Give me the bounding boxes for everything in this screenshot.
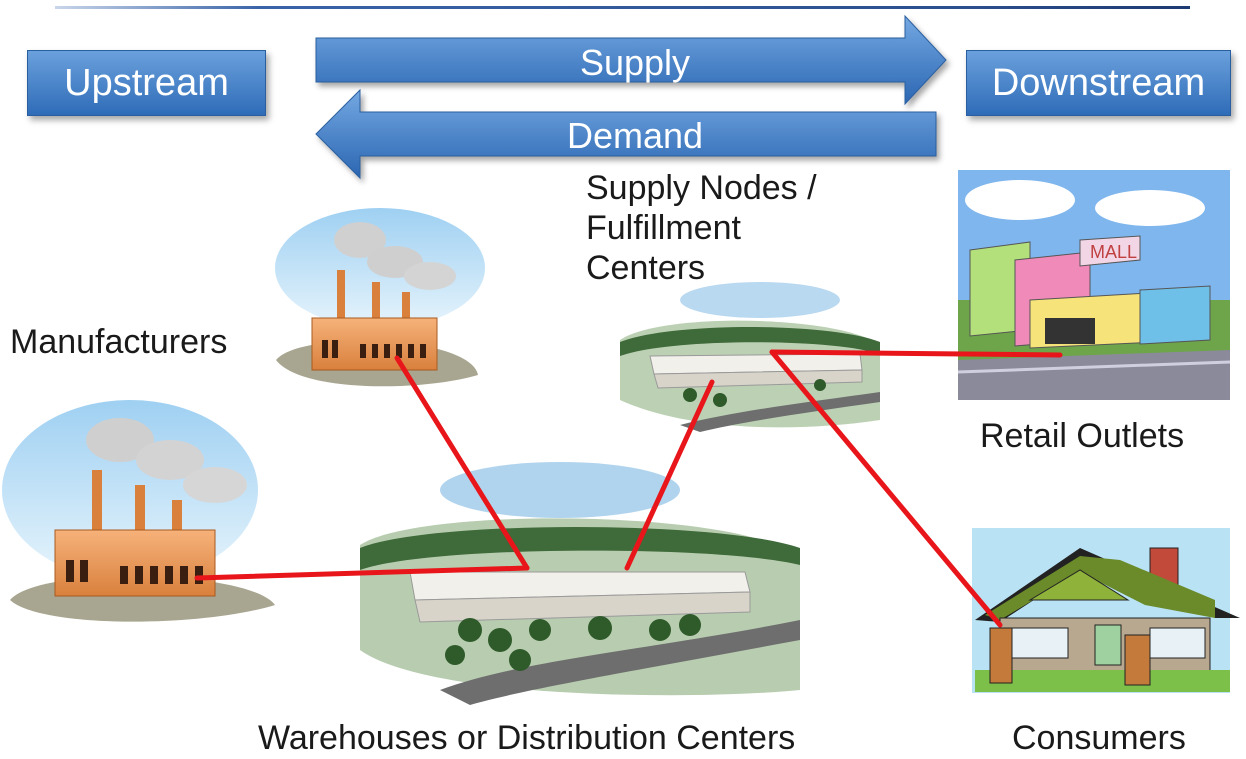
link-factory1-warehouse	[394, 355, 530, 571]
warehouses-label: Warehouses or Distribution Centers	[258, 719, 796, 757]
supply-label: Supply	[579, 42, 691, 83]
warehouse-icon	[620, 282, 880, 432]
downstream-label: Downstream	[991, 61, 1206, 104]
manufacturers-label: Manufacturers	[10, 323, 228, 361]
house-icon	[972, 528, 1240, 693]
demand-arrow	[315, 88, 937, 180]
link-node-consumer	[769, 349, 1003, 628]
svg-text:MALL: MALL	[1090, 242, 1137, 262]
factory-icon	[275, 208, 485, 387]
retail-outlets-label: Retail Outlets	[980, 417, 1185, 455]
link-factory2-warehouse	[194, 565, 530, 581]
upstream-box: Upstream	[27, 50, 266, 116]
top-divider	[55, 6, 1190, 9]
supply-links	[194, 349, 1063, 628]
link-node-retail	[769, 349, 1063, 358]
supply-nodes-label: Supply Nodes / Fulfillment Centers	[586, 168, 906, 288]
mall-icon: MALL	[957, 170, 1231, 400]
factory-icon	[2, 400, 275, 622]
supply-nodes-line: Supply Nodes /	[586, 169, 817, 207]
upstream-label: Upstream	[64, 61, 229, 104]
consumers-label: Consumers	[1012, 719, 1186, 757]
warehouse-icon	[360, 462, 800, 705]
supply-nodes-line: Fulfillment	[586, 209, 741, 248]
supply-arrow	[315, 14, 947, 106]
link-warehouse-node	[624, 379, 715, 571]
supply-nodes-line: Centers	[586, 249, 706, 288]
demand-label: Demand	[566, 115, 704, 156]
downstream-box: Downstream	[966, 50, 1231, 116]
